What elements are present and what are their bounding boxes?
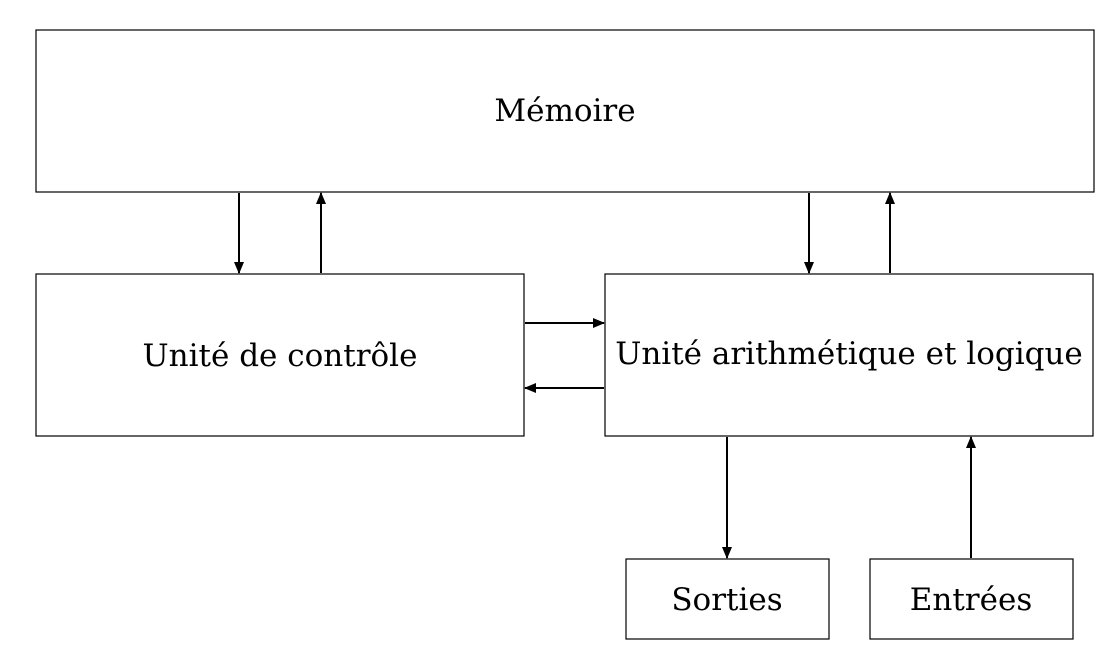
- outputs-box: [625, 558, 830, 640]
- alu-box: [604, 273, 1094, 437]
- memory-label: Mémoire: [494, 93, 635, 129]
- memory-box: [35, 29, 1095, 193]
- inputs-box: [869, 558, 1074, 640]
- alu-label: Unité arithmétique et logique: [615, 336, 1083, 372]
- outputs-label: Sorties: [671, 582, 782, 618]
- outputs-block: Sorties: [625, 558, 830, 640]
- alu-block: Unité arithmétique et logique: [604, 273, 1094, 437]
- control-unit-box: [35, 273, 525, 437]
- inputs-block: Entrées: [869, 558, 1074, 640]
- control-unit-block: Unité de contrôle: [35, 273, 525, 437]
- inputs-label: Entrées: [910, 582, 1032, 618]
- memory-block: Mémoire: [35, 29, 1095, 193]
- control-unit-label: Unité de contrôle: [143, 338, 418, 374]
